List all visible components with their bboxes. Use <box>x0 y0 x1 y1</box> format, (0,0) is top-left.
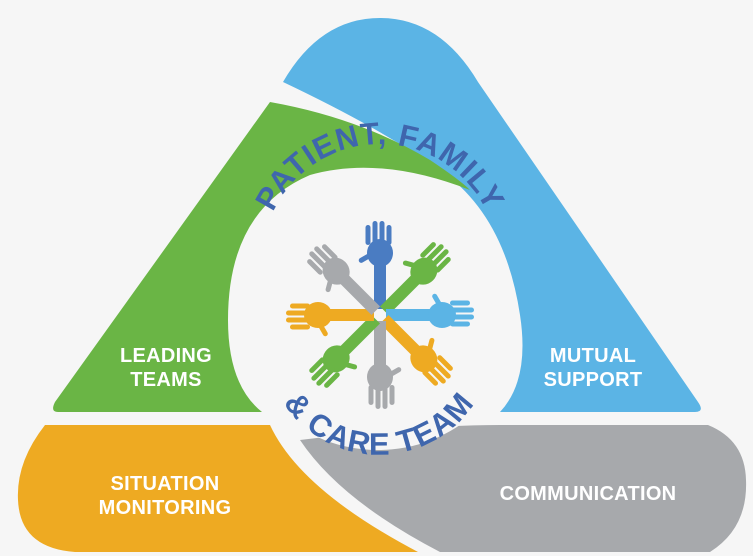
leading-teams-line2: TEAMS <box>130 369 202 391</box>
communication-label: COMMUNICATION <box>500 483 677 505</box>
hand-icon <box>358 221 393 309</box>
leading-teams-label: LEADING <box>120 345 212 367</box>
leading-teams-label-2: TEAMS <box>130 369 202 391</box>
communication-line1: COMMUNICATION <box>500 483 677 505</box>
mutual-support-label: MUTUAL <box>550 345 636 367</box>
hand-icon <box>307 244 380 315</box>
situation-monitoring-segment <box>17 425 418 552</box>
hand-icon <box>286 302 374 337</box>
mutual-support-line1: MUTUAL <box>550 345 636 367</box>
situation-monitoring-line2: MONITORING <box>99 497 232 519</box>
hand-icon <box>386 293 474 328</box>
hand-icon <box>380 315 453 386</box>
mutual-support-line2: SUPPORT <box>544 369 643 391</box>
leading-teams-line1: LEADING <box>120 345 212 367</box>
leading-teams-segment <box>53 102 470 412</box>
situation-monitoring-line1: SITUATION <box>111 473 220 495</box>
hand-icon <box>367 321 402 409</box>
situation-monitoring-label: SITUATION <box>111 473 220 495</box>
situation-monitoring-label-2: MONITORING <box>99 497 232 519</box>
communication-segment <box>300 425 747 552</box>
mutual-support-label-2: SUPPORT <box>544 369 643 391</box>
hand-icon <box>380 242 451 315</box>
hands-emblem-icon <box>286 221 474 409</box>
hand-icon <box>309 315 380 388</box>
mutual-support-segment <box>283 18 701 412</box>
